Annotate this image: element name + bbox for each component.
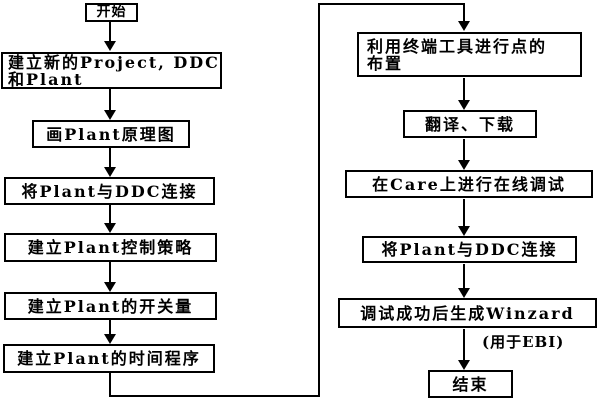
flow-node-online-debug-care-label: 在Care上进行在线调试 [372, 174, 566, 194]
arrow-connect-to-strategy-head-icon [104, 223, 116, 233]
arrow-debug-to-connect2-line [463, 199, 465, 227]
flow-node-end-label: 结束 [452, 374, 489, 394]
winzard-note: (用于EBI) [482, 333, 565, 351]
arrow-create-project-to-draw-line [109, 89, 111, 111]
flow-node-create-project: 建立新的Project, DDC 和Plant [1, 52, 222, 89]
flow-node-terminal-tool-points-line2: 布置 [367, 53, 404, 73]
flow-node-control-strategy-label: 建立Plant控制策略 [27, 238, 194, 257]
flow-node-start: 开始 [85, 3, 138, 22]
arrow-terminal-to-translate-line [463, 78, 465, 102]
flow-node-translate-download-label: 翻译、下载 [424, 114, 515, 134]
flow-node-start-label: 开始 [96, 4, 127, 20]
arrow-start-to-create-project-head-icon [104, 41, 116, 51]
arrow-switch-to-time-head-icon [104, 334, 116, 344]
flow-node-connect-plant-ddc-2-label: 将Plant与DDC连接 [381, 240, 558, 259]
arrow-debug-to-connect2-head-icon [458, 226, 470, 236]
connector-top-segment [318, 3, 465, 5]
connector-up-segment [318, 3, 320, 397]
flow-node-terminal-tool-points: 利用终端工具进行点的 布置 [357, 32, 582, 77]
flow-node-connect-plant-ddc-label: 将Plant与DDC连接 [21, 181, 198, 201]
flow-node-connect-plant-ddc-2: 将Plant与DDC连接 [362, 236, 577, 263]
flow-node-time-program: 建立Plant的时间程序 [3, 344, 215, 373]
arrow-create-project-to-draw-head-icon [104, 110, 116, 120]
arrow-draw-to-connect-line [109, 148, 111, 168]
flow-node-translate-download: 翻译、下载 [403, 110, 537, 138]
arrow-start-to-create-project-line [109, 22, 111, 42]
flow-node-generate-winzard: 调试成功后生成Winzard [338, 298, 597, 328]
arrow-winzard-to-end-line [463, 329, 465, 362]
flow-node-end: 结束 [428, 370, 513, 398]
flow-node-control-strategy: 建立Plant控制策略 [4, 233, 217, 262]
flow-node-time-program-label: 建立Plant的时间程序 [17, 349, 201, 368]
arrow-connect2-to-winzard-line [463, 264, 465, 290]
arrow-winzard-to-end-head-icon [458, 360, 470, 370]
connector-into-terminal-line [463, 3, 465, 22]
connector-into-terminal-head-icon [458, 21, 470, 31]
flow-node-switch-quantity-label: 建立Plant的开关量 [27, 296, 194, 316]
connector-bottom-segment [109, 395, 320, 397]
arrow-strategy-to-switch-line [109, 262, 111, 283]
arrow-strategy-to-switch-head-icon [104, 282, 116, 292]
flow-node-online-debug-care: 在Care上进行在线调试 [345, 170, 593, 198]
flow-node-switch-quantity: 建立Plant的开关量 [4, 292, 217, 320]
arrow-draw-to-connect-head-icon [104, 167, 116, 177]
flow-node-draw-plant-diagram: 画Plant原理图 [32, 120, 190, 148]
flow-node-draw-plant-diagram-label: 画Plant原理图 [46, 124, 176, 144]
flow-node-connect-plant-ddc: 将Plant与DDC连接 [4, 177, 215, 205]
arrow-connect-to-strategy-line [109, 205, 111, 224]
arrow-translate-to-debug-line [463, 139, 465, 162]
arrow-terminal-to-translate-head-icon [458, 100, 470, 110]
flow-node-create-project-line1: 建立新的Project, DDC [8, 52, 220, 72]
flow-node-terminal-tool-points-line1: 利用终端工具进行点的 [367, 36, 548, 56]
flow-node-create-project-line2: 和Plant [8, 69, 84, 89]
arrow-translate-to-debug-head-icon [458, 160, 470, 170]
connector-down-segment [109, 373, 111, 397]
arrow-switch-to-time-line [109, 320, 111, 335]
flow-node-generate-winzard-label: 调试成功后生成Winzard [360, 303, 575, 323]
arrow-connect2-to-winzard-head-icon [458, 288, 470, 298]
